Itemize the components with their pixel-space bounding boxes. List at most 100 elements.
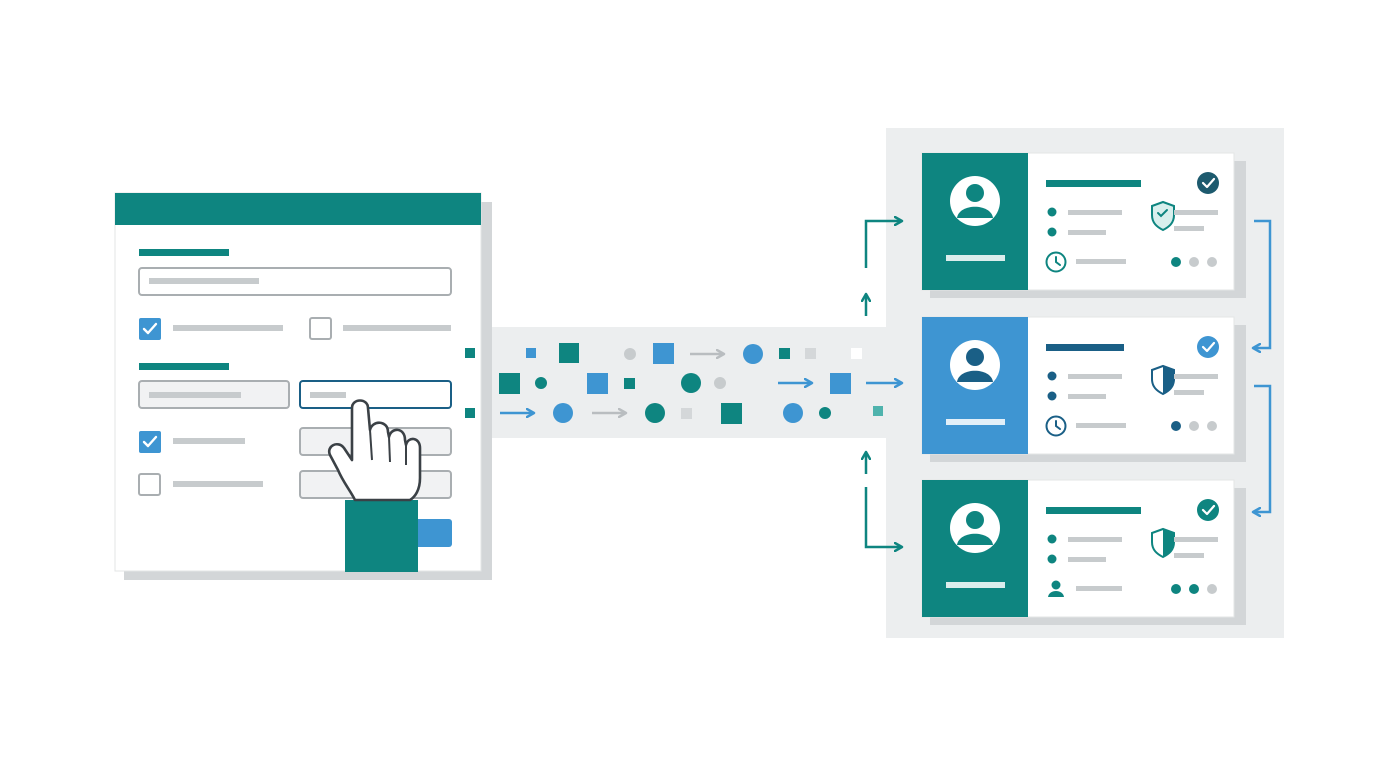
circle-particle xyxy=(535,377,547,389)
checkbox-unchecked-2[interactable] xyxy=(138,473,161,496)
status-dot xyxy=(1171,421,1181,431)
badge-line xyxy=(1174,374,1218,379)
square-particle xyxy=(526,348,536,358)
profile-card-2 xyxy=(921,316,1246,462)
card-title-placeholder xyxy=(1046,507,1141,514)
checkbox-unchecked-1[interactable] xyxy=(309,317,332,340)
status-dot xyxy=(1171,257,1181,267)
section-heading-1 xyxy=(139,249,229,256)
status-dot xyxy=(1189,257,1199,267)
elbow-arrow-icon xyxy=(864,221,902,268)
circle-particle xyxy=(553,403,573,423)
circle-particle xyxy=(714,377,726,389)
user-avatar-icon xyxy=(950,340,1000,390)
checkbox-label-1 xyxy=(173,325,283,331)
info-line xyxy=(1068,557,1106,562)
profile-card-1 xyxy=(921,152,1246,298)
bullet-icon xyxy=(1047,207,1057,217)
circle-particle xyxy=(783,403,803,423)
checkbox-label-3 xyxy=(173,438,245,444)
bullet-icon xyxy=(1047,227,1057,237)
circle-particle xyxy=(681,373,701,393)
square-particle xyxy=(587,373,608,394)
status-dot xyxy=(1171,584,1181,594)
meta-line xyxy=(1076,423,1126,428)
square-particle xyxy=(851,348,862,359)
check-circle-icon xyxy=(1197,499,1219,521)
check-icon xyxy=(142,322,158,335)
text-input-2-content xyxy=(149,392,241,398)
submit-button[interactable] xyxy=(412,519,452,547)
badge-line xyxy=(1174,390,1204,395)
status-dot xyxy=(1207,584,1217,594)
card-title-placeholder xyxy=(1046,344,1124,351)
routing-arrows xyxy=(864,219,1272,547)
info-line xyxy=(1068,210,1122,215)
shield-half-icon xyxy=(1151,527,1175,559)
check-icon xyxy=(142,435,158,448)
clock-icon xyxy=(1045,415,1067,437)
bullet-icon xyxy=(1047,391,1057,401)
square-particle xyxy=(681,408,692,419)
status-dot xyxy=(1189,421,1199,431)
status-dot xyxy=(1207,257,1217,267)
connector-card1-card2 xyxy=(1253,219,1272,348)
badge-line xyxy=(1174,226,1204,231)
info-line xyxy=(1068,394,1106,399)
profile-card-stack xyxy=(921,152,1246,625)
bullet-icon xyxy=(1047,554,1057,564)
square-particle xyxy=(830,373,851,394)
badge-line xyxy=(1174,210,1218,215)
square-particle xyxy=(721,403,742,424)
pointing-hand-icon xyxy=(327,399,422,572)
square-particle xyxy=(559,343,579,363)
connector-card2-card3 xyxy=(1253,384,1272,512)
circle-particle xyxy=(624,348,636,360)
user-avatar-icon xyxy=(950,503,1000,553)
badge-line xyxy=(1174,553,1204,558)
square-particle xyxy=(624,378,635,389)
check-circle-icon xyxy=(1197,336,1219,358)
check-circle-icon xyxy=(1197,172,1219,194)
bullet-icon xyxy=(1047,371,1057,381)
checkbox-label-4 xyxy=(173,481,263,487)
hand-sleeve xyxy=(345,500,418,572)
square-particle xyxy=(465,408,475,418)
circle-particle xyxy=(645,403,665,423)
text-input-1[interactable] xyxy=(138,267,452,296)
card-name-placeholder xyxy=(946,419,1005,425)
info-line xyxy=(1068,374,1122,379)
form-window-titlebar xyxy=(115,193,481,225)
shield-half-icon xyxy=(1151,364,1175,396)
text-input-3-content xyxy=(310,392,346,398)
text-input-3-active[interactable] xyxy=(299,380,452,409)
clock-icon xyxy=(1045,251,1067,273)
circle-particle xyxy=(819,407,831,419)
elbow-arrow-icon xyxy=(864,487,902,547)
checkbox-checked-2[interactable] xyxy=(139,431,161,453)
card-name-placeholder xyxy=(946,582,1005,588)
checkbox-label-2 xyxy=(343,325,451,331)
square-particle xyxy=(465,348,475,358)
badge-line xyxy=(1174,537,1218,542)
text-input-1-content xyxy=(149,278,259,284)
square-particle xyxy=(499,373,520,394)
card-name-placeholder xyxy=(946,255,1005,261)
shield-check-icon xyxy=(1151,200,1175,232)
square-particle xyxy=(779,348,790,359)
checkbox-checked-1[interactable] xyxy=(139,318,161,340)
card-title-placeholder xyxy=(1046,180,1141,187)
square-particle xyxy=(805,348,816,359)
meta-line xyxy=(1076,259,1126,264)
circle-particle xyxy=(743,344,763,364)
profile-card-3 xyxy=(921,479,1246,625)
section-heading-2 xyxy=(139,363,229,370)
person-icon xyxy=(1048,580,1064,597)
status-dot xyxy=(1207,421,1217,431)
status-dot xyxy=(1189,584,1199,594)
bullet-icon xyxy=(1047,534,1057,544)
square-particle xyxy=(873,406,883,416)
meta-line xyxy=(1076,586,1122,591)
form-window xyxy=(114,192,492,580)
